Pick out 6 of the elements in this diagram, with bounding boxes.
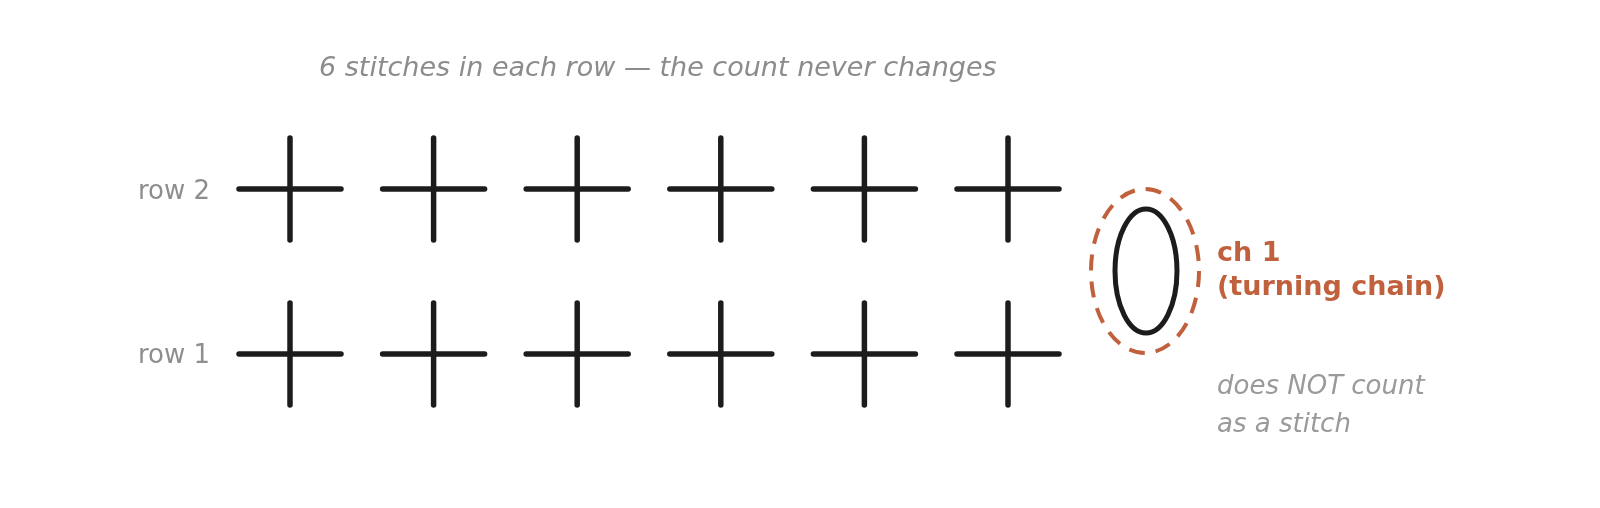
chart-title: 6 stitches in each row — the count never changes	[319, 51, 997, 82]
stitch-name-note: (turning chain)	[1217, 270, 1446, 301]
stitch-name: ch 1	[1217, 236, 1281, 267]
row-label: row 2	[138, 175, 211, 205]
row-label: row 1	[138, 339, 211, 369]
note-text: does NOT count as a stitch	[1217, 369, 1427, 440]
